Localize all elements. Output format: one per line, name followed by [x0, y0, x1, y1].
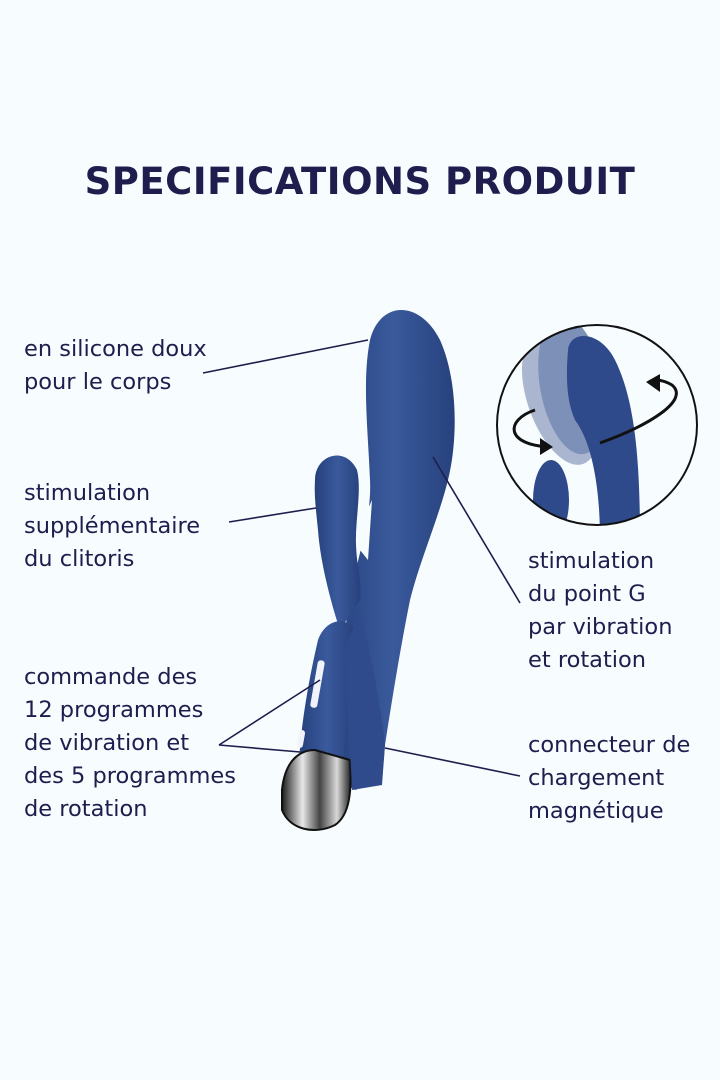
- callout-material: en silicone doux pour le corps: [24, 336, 207, 395]
- page-title: SPECIFICATIONS PRODUIT: [84, 160, 636, 203]
- callout-gspot: stimulation du point G par vibration et …: [528, 548, 673, 673]
- rotation-inset: [497, 325, 697, 525]
- product-clitoral-arm: [314, 455, 361, 630]
- charging-connector: [281, 748, 352, 831]
- callout-charging: connecteur de chargement magnétique: [528, 732, 691, 824]
- callout-controls: commande des 12 programmes de vibration …: [24, 664, 236, 822]
- callout-clitoral: stimulation supplémentaire du clitoris: [24, 480, 201, 572]
